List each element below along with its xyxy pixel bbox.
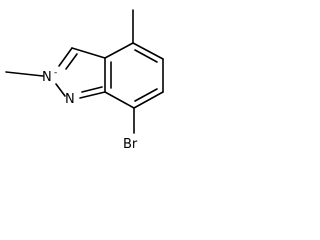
double-bond-n1-c7a-inner xyxy=(81,86,103,93)
atom-n-charge: - xyxy=(54,68,57,78)
bond-c3a-c4 xyxy=(104,42,134,59)
atom-bromine: Br xyxy=(123,137,138,152)
molecule-structure: N - N Br xyxy=(5,9,164,152)
double-bond-c4-c5 xyxy=(134,49,158,63)
bond-c3a-c3 xyxy=(71,47,106,59)
bond-n2-methyl xyxy=(5,71,44,77)
bond-n1-c7a xyxy=(79,91,106,99)
atom-n-methylated: N xyxy=(42,70,52,85)
double-bond-c6-c7 xyxy=(134,88,158,102)
bond-c7-c7a xyxy=(104,91,135,109)
double-bond-c3-n2-inner xyxy=(65,53,78,70)
benzene-ring xyxy=(104,42,164,109)
bond-c4-c5 xyxy=(132,42,164,60)
bond-n2-n1 xyxy=(55,83,66,97)
double-bond-c3-n2-outer xyxy=(58,47,73,67)
pyrazole-ring xyxy=(55,47,106,99)
bond-c6-c7 xyxy=(133,91,164,109)
atom-n-ring: N xyxy=(65,92,75,107)
